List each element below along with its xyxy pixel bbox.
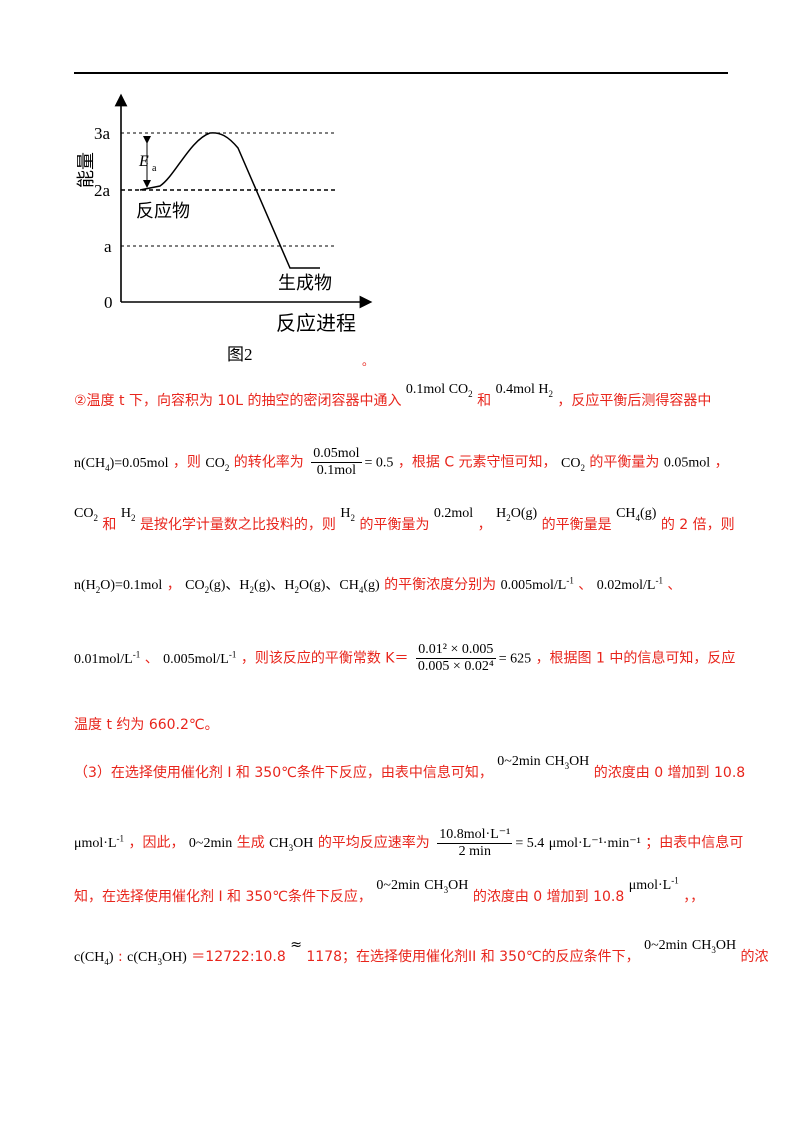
figure-caption: 图2 [227, 345, 253, 364]
header-rule [74, 72, 728, 74]
x-axis-label: 反应进程 [276, 312, 356, 335]
text-line-6: 温度 t 约为 660.2℃。 [74, 717, 219, 733]
text-line-3: CO2 和 H2 是按化学计量数之比投料的，则 H2 的平衡量为 0.2mol … [74, 506, 735, 533]
reactant-label: 反应物 [136, 201, 190, 221]
trailing-mark: 。 [362, 354, 375, 368]
tick-a: a [104, 237, 112, 256]
tick-3a: 3a [94, 124, 111, 143]
text-line-5: 0.01mol/L-1 、 0.005mol/L-1 ，则该反应的平衡常数 K＝… [74, 642, 736, 674]
energy-diagram: E a 3a 2a a 0 能量 反应物 生成物 反应进程 图2 [76, 93, 373, 364]
tick-2a: 2a [94, 181, 111, 200]
text-line-7: （3）在选择使用催化剂 I 和 350℃条件下反应，由表中信息可知， 0~2mi… [74, 754, 746, 781]
tick-0: 0 [104, 293, 113, 312]
product-label: 生成物 [278, 273, 332, 293]
ea-sub: a [152, 163, 157, 174]
text-line-10: c(CH4) : c(CH3OH) ＝12722:10.8 ≈ 1178；在选择… [74, 937, 769, 967]
text-line-4: n(H2O)=0.1mol ， CO2(g)、H2(g)、H2O(g)、CH4(… [74, 575, 682, 595]
text-line-8: μmol·L-1 ，因此， 0~2min 生成 CH3OH 的平均反应速率为 1… [74, 827, 744, 859]
energy-curve [139, 132, 320, 269]
text-line-1: ②温度 t 下，向容积为 10L 的抽空的密闭容器中通入 0.1mol CO2 … [74, 382, 712, 409]
y-axis-label: 能量 [76, 152, 96, 188]
text-line-9: 知，在选择使用催化剂 I 和 350℃条件下反应， 0~2min CH3OH 的… [74, 875, 705, 905]
ea-label: E [138, 153, 149, 170]
